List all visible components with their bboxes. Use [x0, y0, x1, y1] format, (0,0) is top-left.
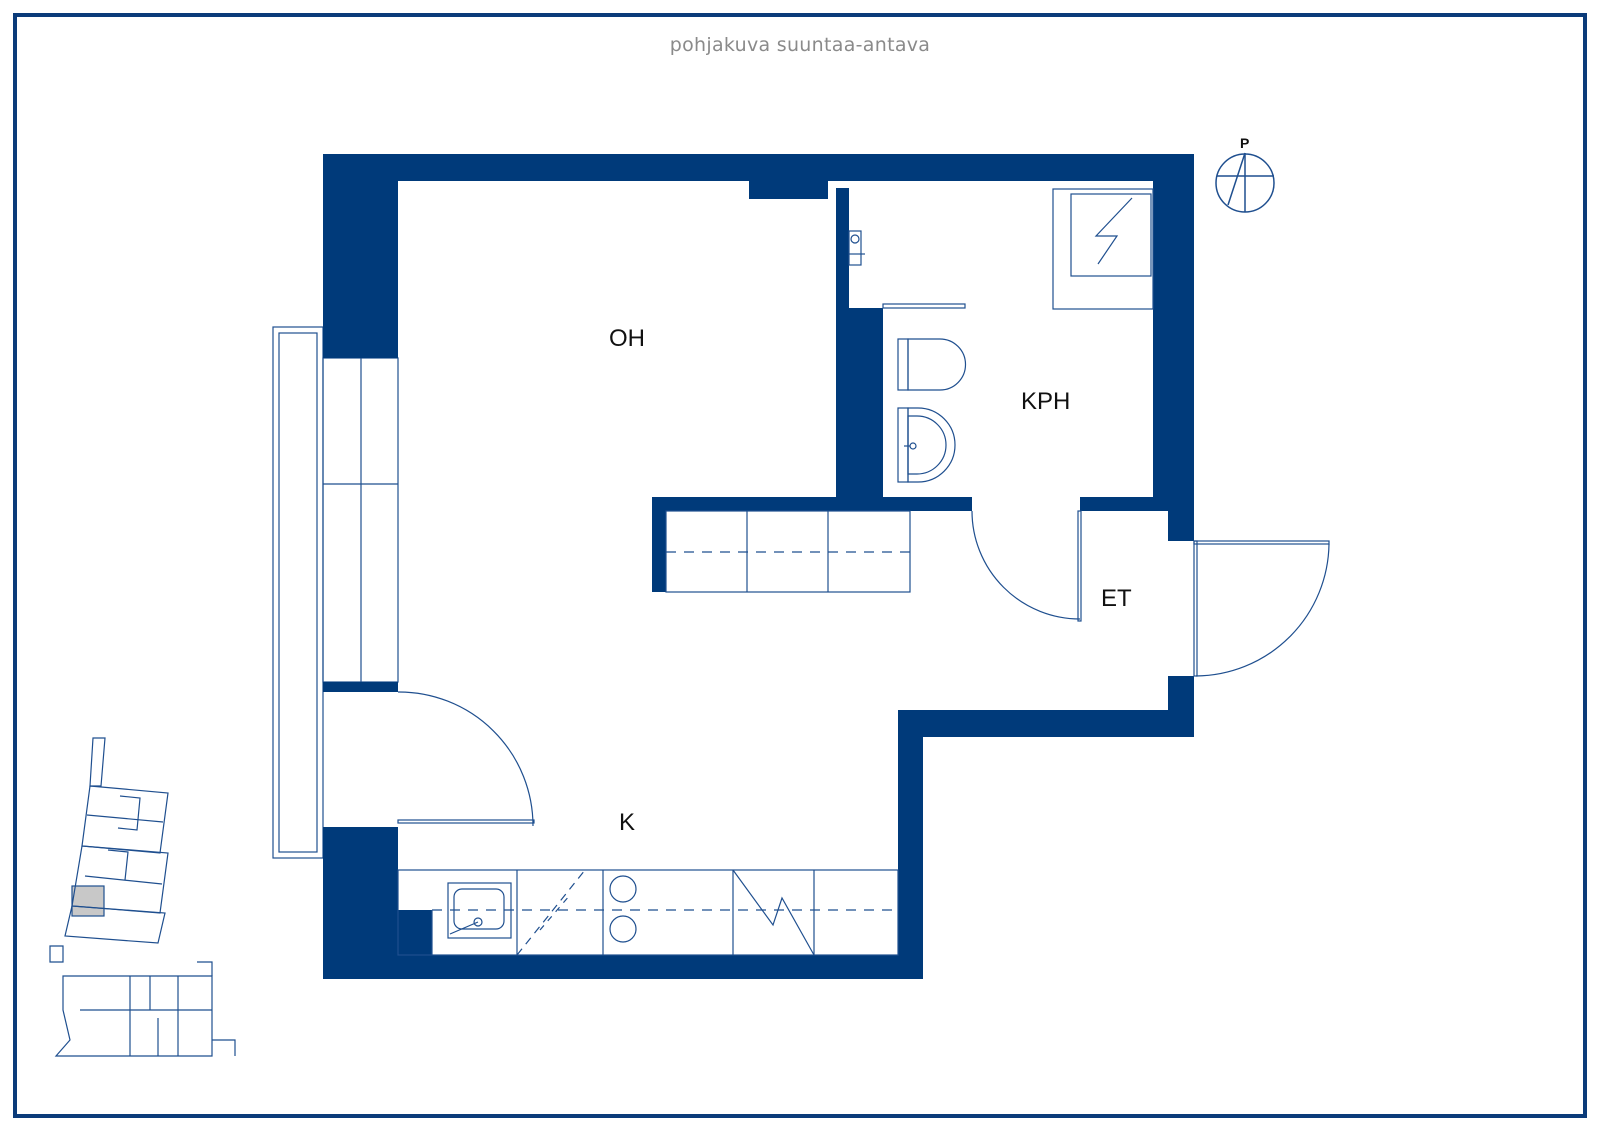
balcony-door: [397, 691, 535, 827]
door-swing-icon: [971, 510, 1082, 622]
shower-mixer-icon: [848, 230, 865, 266]
north-arrow-icon: [1215, 152, 1275, 213]
room-label-k: K: [619, 809, 635, 836]
room-label-et: ET: [1101, 585, 1132, 612]
caption: pohjakuva suuntaa-antava: [669, 34, 931, 56]
compass-label: P: [1240, 135, 1249, 151]
room-label-kph: KPH: [1021, 388, 1070, 415]
washbasin-icon: [897, 407, 956, 483]
drawing-frame: [13, 13, 1587, 1118]
wardrobe: [665, 510, 911, 593]
room-label-oh: OH: [609, 325, 645, 352]
stove-icon: [609, 875, 637, 943]
shower-icon: [1052, 188, 1154, 310]
walls: [323, 154, 1194, 979]
kitchen-counter: [397, 869, 899, 956]
kitchen-sink-icon: [447, 882, 512, 939]
toilet-icon: [897, 338, 967, 391]
entrance-door: [1193, 540, 1330, 677]
balcony: [272, 326, 399, 859]
site-plan-icon: [49, 737, 236, 1057]
bathroom-partition: [882, 303, 966, 309]
